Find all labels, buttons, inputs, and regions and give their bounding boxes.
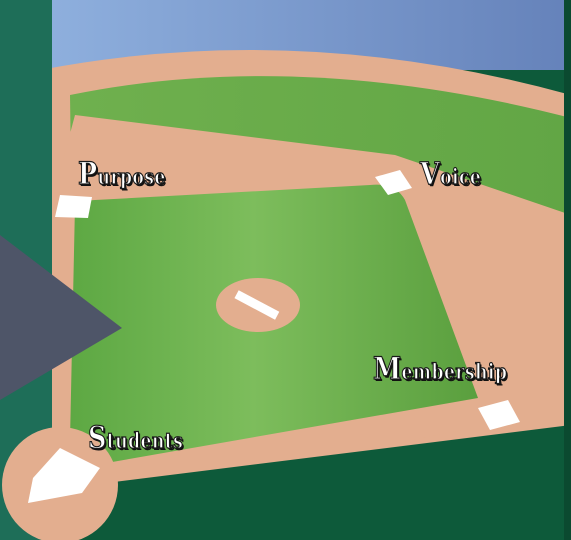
third-base (55, 195, 92, 218)
label-students: Students (88, 420, 183, 456)
label-purpose: Purpose (78, 156, 166, 192)
label-voice: Voice (420, 156, 481, 192)
label-membership: Membership (373, 351, 507, 387)
right-edge (564, 0, 571, 540)
